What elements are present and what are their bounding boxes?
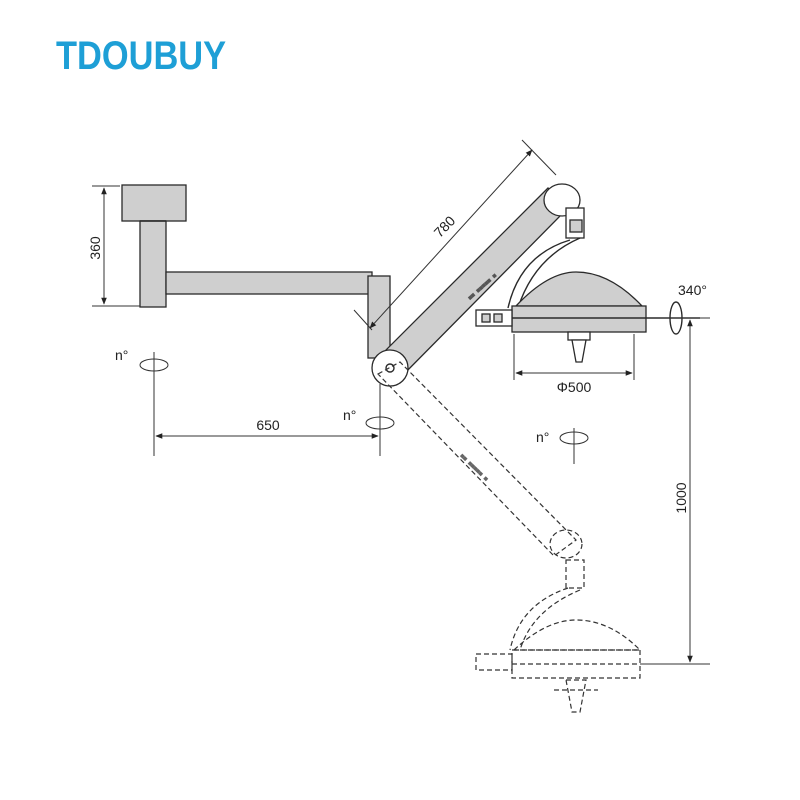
dimension-360: 360 — [87, 185, 140, 307]
dimension-650: 650 — [153, 370, 381, 456]
spring-arm-lowered: ■■ ■■■■■ ■ — [377, 361, 585, 651]
rotation-340-label: 340° — [678, 282, 707, 298]
dimension-500: Φ500 — [513, 334, 635, 395]
dimension-780-label: 780 — [431, 212, 459, 240]
lamp-head-upper — [475, 271, 700, 363]
brand-logo: TDOUBUY — [56, 34, 227, 78]
dimension-500-label: Φ500 — [557, 379, 592, 395]
rotation-right-label: n° — [536, 429, 549, 445]
rotation-left-label: n° — [115, 347, 128, 363]
rotation-left: n° — [115, 347, 169, 378]
rotation-middle: n° — [343, 407, 395, 430]
dimension-1000: 1000 — [640, 317, 710, 665]
svg-text:■■ ■■■■■ ■: ■■ ■■■■■ ■ — [459, 452, 490, 482]
ceiling-mount — [121, 184, 187, 308]
dimension-1000-label: 1000 — [673, 482, 689, 513]
dimension-650-label: 650 — [256, 417, 280, 433]
horizontal-arm — [165, 271, 391, 359]
rotation-right: n° — [536, 428, 589, 464]
rotation-middle-label: n° — [343, 407, 356, 423]
lamp-head-lower — [475, 619, 642, 713]
dimension-360-label: 360 — [87, 236, 103, 260]
